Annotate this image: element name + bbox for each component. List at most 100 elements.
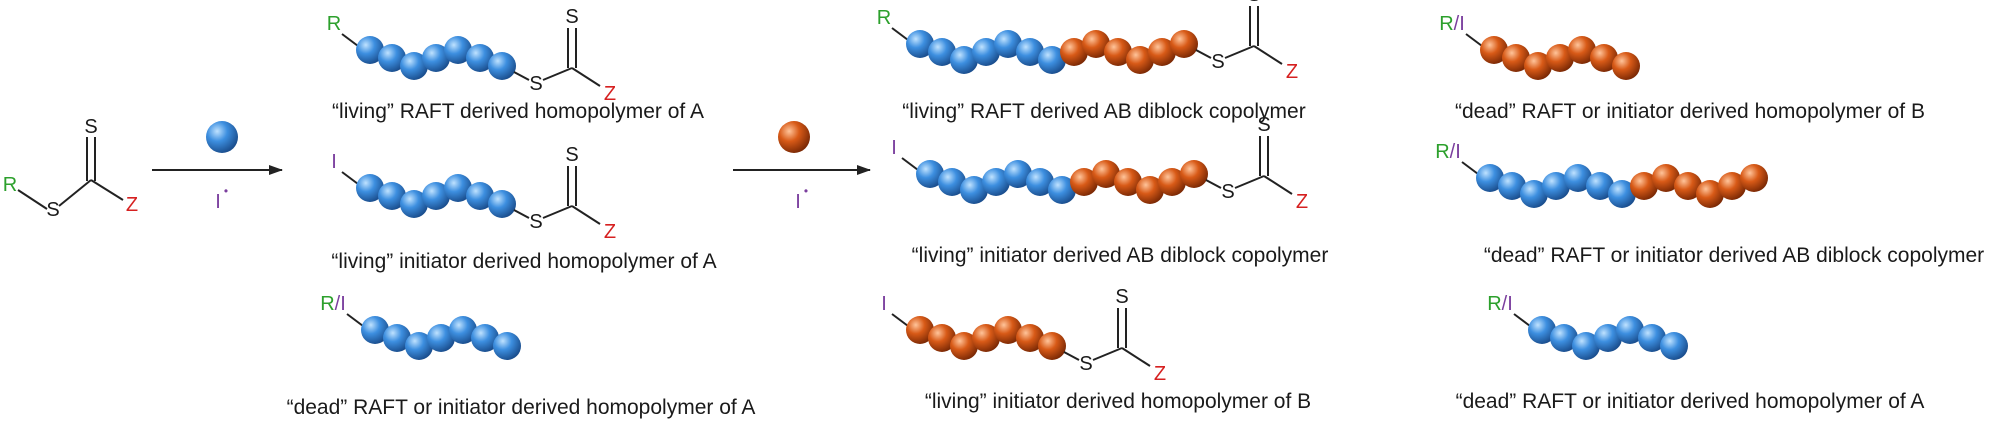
- monomer-a-bead: [1572, 332, 1600, 360]
- monomer-a-bead: [950, 46, 978, 74]
- c-z-bond: [571, 67, 601, 87]
- monomer-a-bead: [356, 174, 384, 202]
- thioether-s-label: S: [1221, 181, 1234, 203]
- monomer-b-bead: [1126, 46, 1154, 74]
- c-z-bond: [90, 179, 124, 201]
- thioether-s-label: S: [1079, 353, 1092, 375]
- monomer-a-bead: [471, 324, 499, 352]
- monomer-b-bead: [1038, 332, 1066, 360]
- thioether-s-label: S: [46, 199, 59, 221]
- monomer-b-bead: [1740, 164, 1768, 192]
- chain-s-bond: [1063, 351, 1080, 361]
- z-group-label: Z: [604, 83, 616, 105]
- monomer-a-bead: [1594, 324, 1622, 352]
- c-z-bond: [1121, 347, 1151, 367]
- monomer-b-bead: [1674, 172, 1702, 200]
- monomer-a-bead: [1586, 172, 1614, 200]
- thiocarbonyl-s-label: S: [1115, 286, 1128, 308]
- monomer-a-bead: [383, 324, 411, 352]
- c-z-bond: [571, 205, 601, 225]
- monomer-a-bead: [1476, 164, 1504, 192]
- s-c-bond: [542, 205, 573, 219]
- initiator-end-label: I: [331, 151, 337, 173]
- s-c-bond: [1234, 175, 1265, 189]
- z-group-label: Z: [126, 194, 138, 216]
- caption-living-initiator-diblock: “living” initiator derived AB diblock co…: [912, 244, 1329, 267]
- monomer-b-bead: [906, 316, 934, 344]
- monomer-a-bead: [928, 38, 956, 66]
- monomer-a-bead: [1004, 160, 1032, 188]
- radical-dot-step1: •: [224, 184, 228, 198]
- thiocarbonyl-s-label: S: [1247, 0, 1260, 6]
- s-c-bond: [1224, 45, 1255, 59]
- caption-dead-diblock: “dead” RAFT or initiator derived AB dibl…: [1484, 244, 1984, 267]
- initiator-end-label: I: [891, 137, 897, 159]
- s-c-bond: [1092, 347, 1123, 361]
- monomer-a-bead: [361, 316, 389, 344]
- monomer-b-bead: [1158, 168, 1186, 196]
- r-s-bond: [17, 189, 48, 210]
- thiocarbonyl-s-label: S: [84, 116, 97, 138]
- z-group-label: Z: [1154, 363, 1166, 385]
- s-c-bond: [542, 67, 573, 81]
- monomer-a-bead: [1616, 316, 1644, 344]
- monomer-a-bead: [444, 174, 472, 202]
- end-group-bond: [346, 313, 364, 327]
- r-group-label: R: [327, 13, 341, 35]
- monomer-a-bead: [400, 52, 428, 80]
- caption-dead-homopolymer-a-right: “dead” RAFT or initiator derived homopol…: [1456, 390, 1925, 413]
- monomer-a-bead: [488, 190, 516, 218]
- monomer-a-bead: [1542, 172, 1570, 200]
- monomer-a-bead: [466, 182, 494, 210]
- r-or-i-end-label: R/I: [1487, 293, 1513, 315]
- monomer-a-bead: [444, 36, 472, 64]
- r-or-i-end-label: R/I: [320, 293, 346, 315]
- chain-s-bond: [513, 71, 530, 81]
- caption-living-initiator-homopolymer-b: “living” initiator derived homopolymer o…: [925, 390, 1311, 413]
- monomer-a-bead: [488, 52, 516, 80]
- monomer-b-bead: [1480, 36, 1508, 64]
- monomer-a-bead: [405, 332, 433, 360]
- monomer-a-bead: [1550, 324, 1578, 352]
- monomer-b-bead: [1114, 168, 1142, 196]
- monomer-a-bead: [916, 160, 944, 188]
- monomer-b-bead: [1630, 172, 1658, 200]
- reaction-arrow-step1: I •: [152, 121, 283, 213]
- monomer-b-bead: [1590, 44, 1618, 72]
- c-z-bond: [1263, 175, 1293, 195]
- monomer-b-bead: [1170, 30, 1198, 58]
- s-c-bond: [58, 179, 92, 207]
- end-group-bond: [341, 171, 359, 185]
- dead-homopolymer-a-right: R/I: [1487, 293, 1688, 360]
- radical-dot-step2: •: [804, 184, 808, 198]
- monomer-a-bead: [1016, 38, 1044, 66]
- r-or-i-end-label: R/I: [1435, 141, 1461, 163]
- monomer-a-bead: [1608, 180, 1636, 208]
- monomer-b-bead: [928, 324, 956, 352]
- monomer-b-bead: [1060, 38, 1088, 66]
- monomer-a-bead: [493, 332, 521, 360]
- monomer-a-bead: [378, 44, 406, 72]
- caption-living-raft-diblock: “living” RAFT derived AB diblock copolym…: [902, 100, 1305, 123]
- monomer-a-icon: [206, 121, 238, 153]
- monomer-b-bead: [1016, 324, 1044, 352]
- z-group-label: Z: [604, 221, 616, 243]
- monomer-a-bead: [1660, 332, 1688, 360]
- monomer-a-bead: [1528, 316, 1556, 344]
- monomer-b-bead: [1524, 52, 1552, 80]
- chain-s-bond: [1205, 179, 1222, 189]
- monomer-a-bead: [906, 30, 934, 58]
- caption-dead-homopolymer-b: “dead” RAFT or initiator derived homopol…: [1455, 100, 1925, 123]
- thiocarbonyl-s-label: S: [565, 6, 578, 28]
- monomer-b-bead: [1568, 36, 1596, 64]
- r-or-i-end-label: R/I: [1439, 13, 1465, 35]
- monomer-a-bead: [994, 30, 1022, 58]
- monomer-b-bead: [1652, 164, 1680, 192]
- initiator-end-label: I: [881, 293, 887, 315]
- end-group-bond: [891, 27, 909, 41]
- monomer-a-bead: [960, 176, 988, 204]
- monomer-a-bead: [982, 168, 1010, 196]
